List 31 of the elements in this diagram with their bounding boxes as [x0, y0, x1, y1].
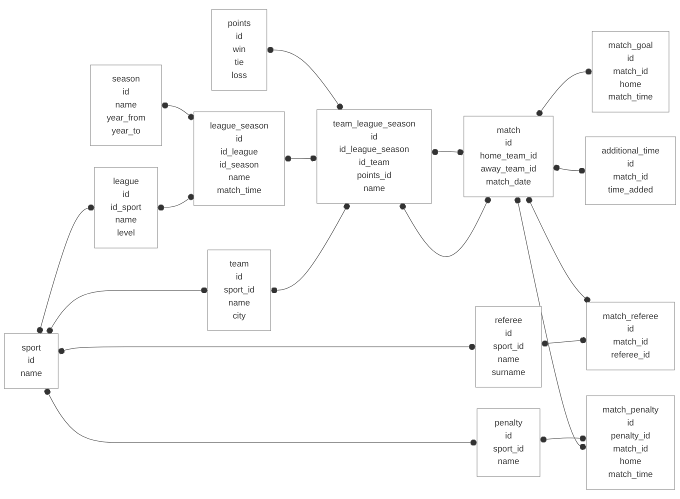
node-box: sport id name [4, 333, 58, 389]
connector [541, 336, 587, 347]
connector [526, 196, 590, 304]
node-box: additional_time id match_id time_added [585, 136, 676, 205]
node-box: league id id_sport name level [94, 167, 158, 248]
connector [46, 287, 208, 334]
node-box: referee id sport_id name surname [475, 306, 542, 388]
connector [270, 203, 350, 294]
node-box: match id home_team_id away_team_id match_date [464, 116, 554, 198]
node-box: points id win tie loss [211, 9, 268, 91]
connector [552, 164, 586, 174]
connector [36, 204, 95, 334]
connector [58, 344, 476, 354]
node-box: match_penalty id penalty_id match_id home match_time [586, 396, 675, 490]
node-box: team_league_season id id_league_season id_team points_id name [316, 109, 432, 204]
connector [400, 196, 492, 257]
connector [44, 388, 478, 446]
node-box: match_goal id match_id home match_time [592, 31, 670, 112]
connector [536, 68, 592, 116]
connector [514, 196, 587, 450]
connector [284, 155, 318, 162]
connector [266, 46, 344, 110]
node-box: league_season id id_league id_season name match_time [194, 112, 285, 206]
node-box: season id name year_from year_to [90, 64, 162, 146]
node-box: penalty id sport_id name [476, 408, 540, 477]
connector [431, 148, 464, 156]
node-box: team id sport_id name city [207, 250, 271, 331]
node-box: match_referee id match_id referee_id [586, 302, 675, 370]
connector [157, 194, 194, 211]
connector [161, 102, 194, 120]
connector [540, 435, 587, 443]
